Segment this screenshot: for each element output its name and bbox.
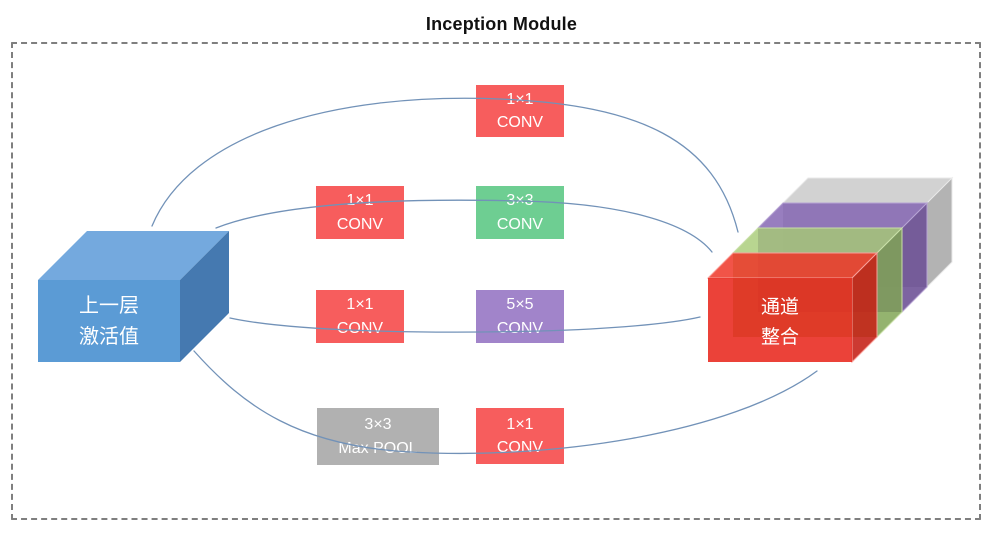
branch2-conv-3x3-box: 3×3 CONV <box>476 186 564 239</box>
diagram-border <box>11 42 981 520</box>
branch4-maxpool-box: 3×3 Max POOL <box>317 408 439 465</box>
branch4-conv-1x1-box: 1×1 CONV <box>476 408 564 464</box>
output-cube-label-line2: 整合 <box>760 327 799 348</box>
output-cube-label: 通道 整合 <box>708 290 852 356</box>
diagram-title: Inception Module <box>425 14 578 34</box>
branch2-conv-1x1-type: CONV <box>336 215 384 233</box>
branch3-conv-1x1-box: 1×1 CONV <box>316 290 404 343</box>
branch2-conv-3x3-size: 3×3 <box>506 192 534 210</box>
branch2-conv-1x1-size: 1×1 <box>346 192 374 210</box>
branch1-conv-1x1-box: 1×1 CONV <box>476 85 564 137</box>
branch4-conv-1x1-type: CONV <box>496 439 544 456</box>
branch3-conv-1x1-size: 1×1 <box>346 296 374 314</box>
output-slab-red <box>706 251 879 364</box>
input-cube-top-face <box>38 231 229 280</box>
input-cube-label-line1: 上一层 <box>79 295 139 317</box>
branch1-conv-1x1-type: CONV <box>496 114 544 131</box>
branch1-conv-1x1-size: 1×1 <box>506 90 534 108</box>
input-cube-front-face <box>38 280 180 362</box>
output-concat-stack <box>706 176 954 364</box>
input-cube-side-face <box>180 231 229 362</box>
branch2-conv-1x1-box: 1×1 CONV <box>316 186 404 239</box>
branch4-maxpool-type: Max POOL <box>338 439 418 457</box>
input-cube-label-line2: 激活值 <box>79 326 139 348</box>
branch4-conv-1x1-size: 1×1 <box>506 415 534 433</box>
branch3-conv-5x5-box: 5×5 CONV <box>476 290 564 343</box>
branch4-maxpool-size: 3×3 <box>364 416 392 434</box>
branch2-conv-3x3-type: CONV <box>496 215 544 233</box>
output-cube-label-line1: 通道 <box>760 296 799 318</box>
bran3-conv-5x5-type: CONV <box>496 319 544 337</box>
input-cube-label: 上一层 激活值 <box>38 282 180 362</box>
input-activation-cube <box>38 231 229 362</box>
branch3-conv-1x1-type: CONV <box>336 319 384 337</box>
branch3-conv-5x5-size: 5×5 <box>506 296 534 314</box>
